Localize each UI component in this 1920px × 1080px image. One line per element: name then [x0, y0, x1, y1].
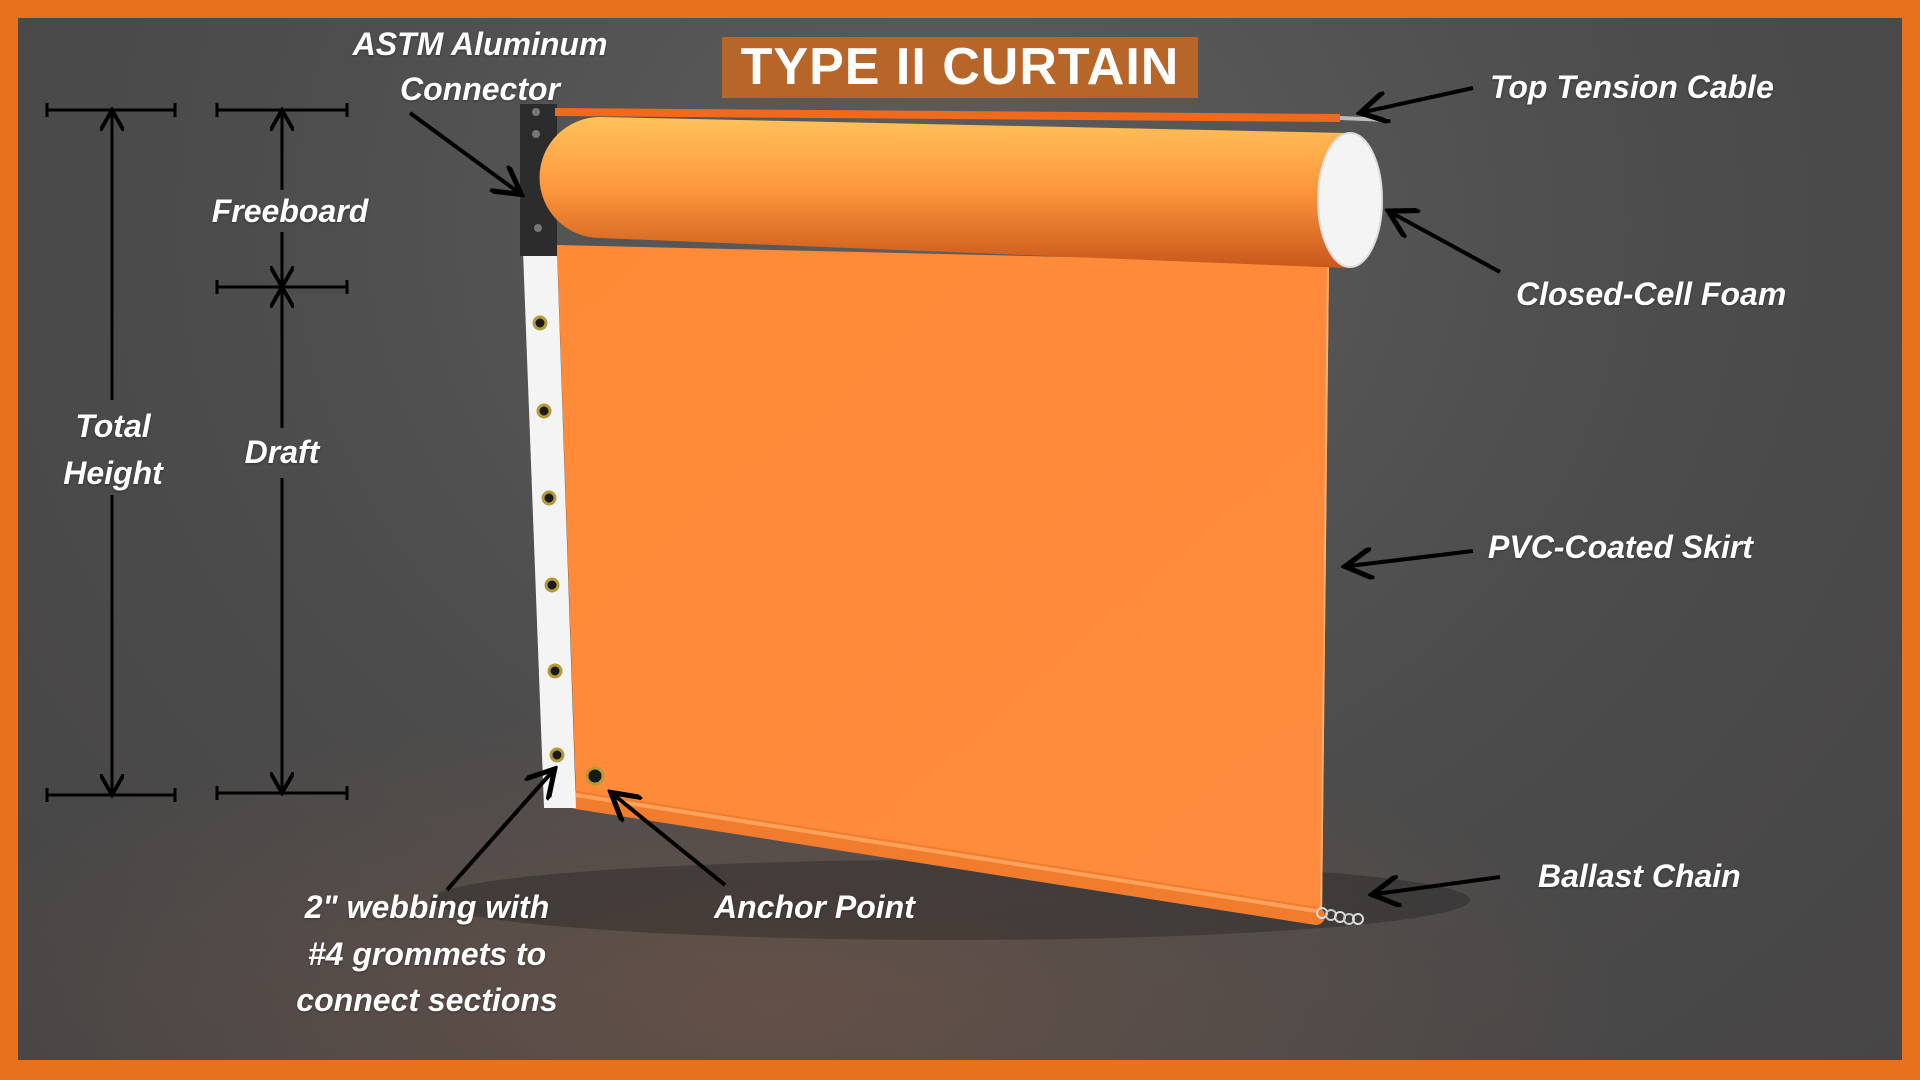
diagram-title: TYPE II CURTAIN [722, 37, 1198, 98]
foam-arrow [1392, 213, 1501, 274]
ballast-chain [1316, 907, 1364, 925]
draft-label: Draft [244, 434, 320, 470]
pvc-skirt [557, 245, 1329, 918]
anchor-point-label: Anchor Point [714, 889, 915, 925]
total-height-label-line2: Height [63, 455, 163, 491]
tension-cable-arrow [1364, 86, 1474, 112]
grommets [532, 315, 605, 786]
anchor-arrow [614, 795, 727, 887]
top-tension-cable-label: Top Tension Cable [1490, 69, 1774, 105]
closed-cell-foam-label: Closed-Cell Foam [1516, 276, 1787, 312]
webbing-strip [523, 251, 576, 808]
webbing-arrow [445, 772, 552, 892]
connector-label-line2: Connector [400, 71, 560, 107]
ballast-arrow [1376, 877, 1501, 894]
total-height-label-line1: Total [75, 408, 151, 444]
connector-arrow [408, 111, 518, 192]
webbing-label-line3: connect sections [296, 982, 558, 1018]
top-tension-cable [554, 108, 1341, 122]
pvc-skirt-label: PVC-Coated Skirt [1488, 529, 1753, 565]
webbing-label-line1: 2" webbing with [304, 889, 550, 925]
connector-label-line1: ASTM Aluminum [352, 26, 608, 62]
dimension-lines [45, 103, 349, 802]
skirt-arrow [1349, 551, 1474, 566]
anchor-grommet [585, 766, 605, 786]
ballast-tube [567, 791, 1325, 925]
freeboard-label: Freeboard [211, 193, 369, 229]
foam-roll [539, 117, 1345, 268]
ballast-chain-label: Ballast Chain [1538, 858, 1741, 894]
webbing-label-line2: #4 grommets to [307, 936, 547, 972]
closed-cell-foam-end [1317, 132, 1383, 268]
